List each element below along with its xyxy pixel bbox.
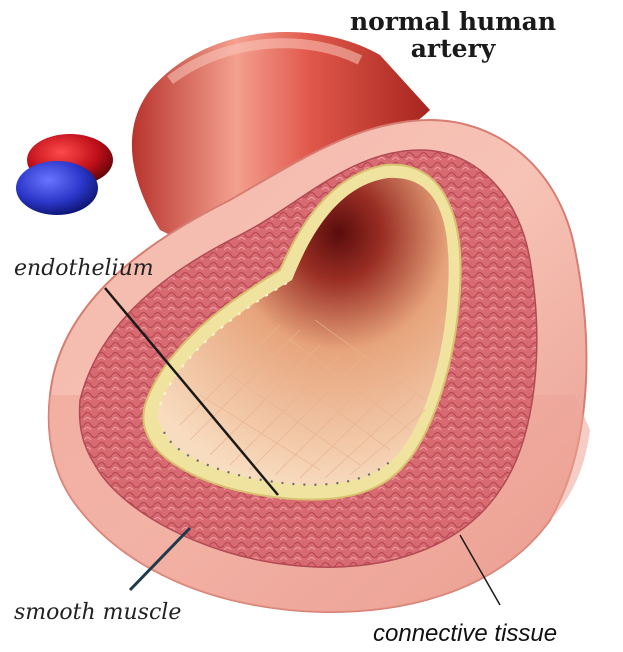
- connective-tissue-label: connective tissue: [373, 620, 557, 648]
- title-line-1: normal human: [318, 8, 588, 35]
- smooth-muscle-label: smooth muscle: [14, 600, 181, 625]
- endothelium-label: endothelium: [14, 256, 154, 281]
- title-line-2: artery: [318, 35, 588, 62]
- red-blue-sphere-icon: [16, 134, 113, 215]
- diagram-title: normal human artery: [318, 8, 588, 62]
